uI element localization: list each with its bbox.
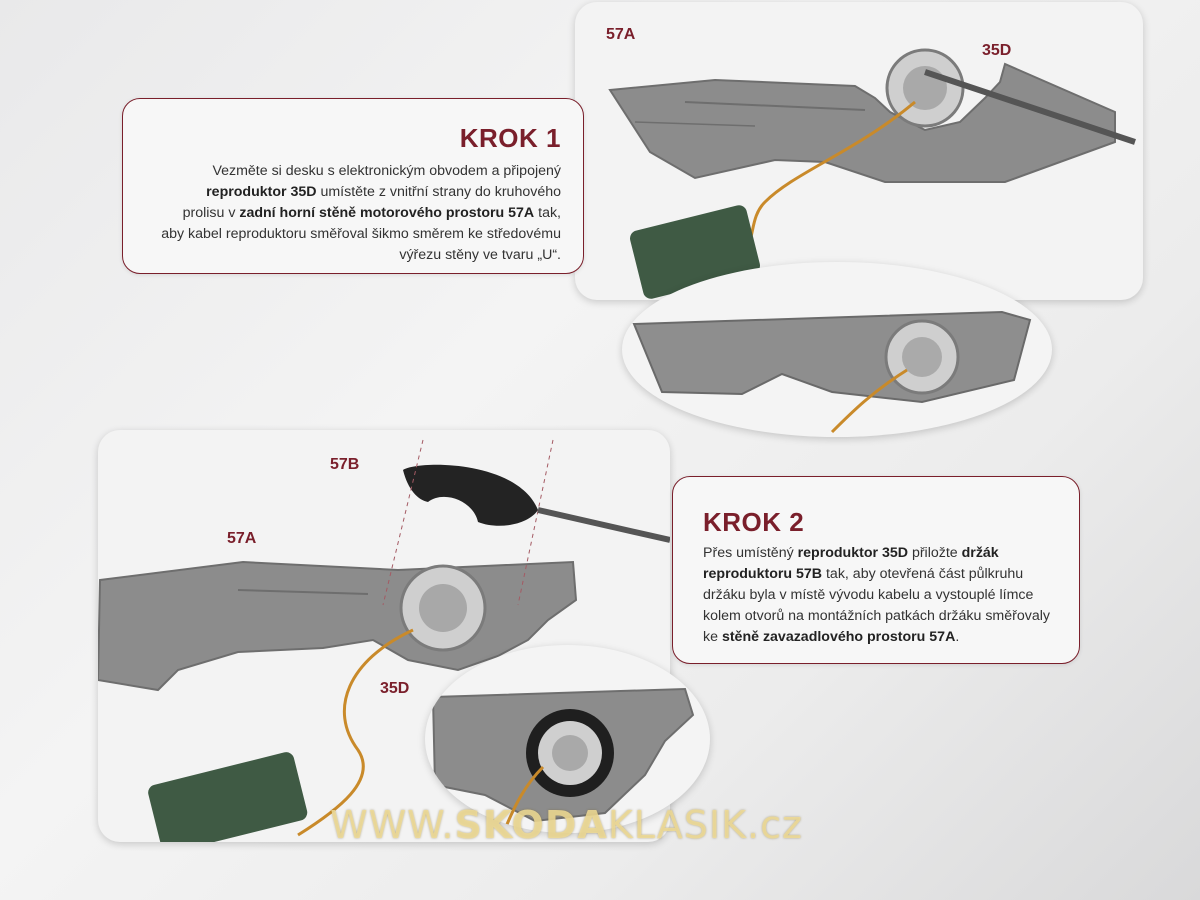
top-photo-card xyxy=(575,2,1143,300)
top-inset-detail xyxy=(622,262,1052,437)
top-inset-illustration xyxy=(632,310,1032,434)
callout-bottom-35d: 35D xyxy=(380,680,410,697)
step2-text-segment: přiložte xyxy=(908,545,962,561)
top-photo-illustration xyxy=(608,48,1136,299)
step1-text-segment: zadní horní stěně motorového prostoru 57… xyxy=(239,205,535,221)
watermark-suffix: .cz xyxy=(747,803,803,847)
watermark-prefix: WWW. xyxy=(330,803,455,847)
step2-text-segment: tak, aby otevřená část půlkruhu držáku b… xyxy=(703,566,1050,645)
step1-text-segment: umístěte z vnitřní strany do kruhového p… xyxy=(182,184,561,221)
step2-title: KROK 2 xyxy=(703,507,805,537)
callout-bottom-57b: 57B xyxy=(330,456,360,473)
watermark: WWW.SKODAKLASIK.cz xyxy=(330,803,803,847)
watermark-brand-bold: SKODA xyxy=(454,803,608,847)
step2-text-segment: držák reproduktoru 57B xyxy=(703,545,999,582)
bottom-inset-detail xyxy=(425,645,710,833)
step2-box: KROK 2 Přes umístěný reproduktor 35D při… xyxy=(672,476,1080,664)
watermark-brand-rest: KLASIK xyxy=(607,803,748,847)
step2-text-segment: Přes umístěný xyxy=(703,545,798,561)
step1-title: KROK 1 xyxy=(459,123,561,153)
step2-text-segment: stěně zavazadlového prostoru 57A xyxy=(721,629,956,645)
step1-text-segment: tak, aby kabel reproduktoru směřoval šik… xyxy=(161,205,561,263)
step1-box: KROK 1 Vezměte si desku s elektronickým … xyxy=(122,98,584,274)
step1-text: Vezměte si desku s elektronickým obvodem… xyxy=(161,161,561,266)
callout-bottom-57a: 57A xyxy=(227,530,257,547)
step1-text-segment: Vezměte si desku s elektronickým obvodem… xyxy=(212,163,561,179)
step1-text-segment: reproduktor 35D xyxy=(206,184,317,200)
step2-text-segment: reproduktor 35D xyxy=(797,545,908,561)
callout-top-35d: 35D xyxy=(982,42,1012,59)
step2-text: Přes umístěný reproduktor 35D přiložte d… xyxy=(703,543,1059,648)
callout-top-57a: 57A xyxy=(606,26,636,43)
bottom-photo-illustration xyxy=(98,439,670,842)
bottom-inset-illustration xyxy=(431,687,695,830)
step2-text-segment: . xyxy=(955,629,960,645)
